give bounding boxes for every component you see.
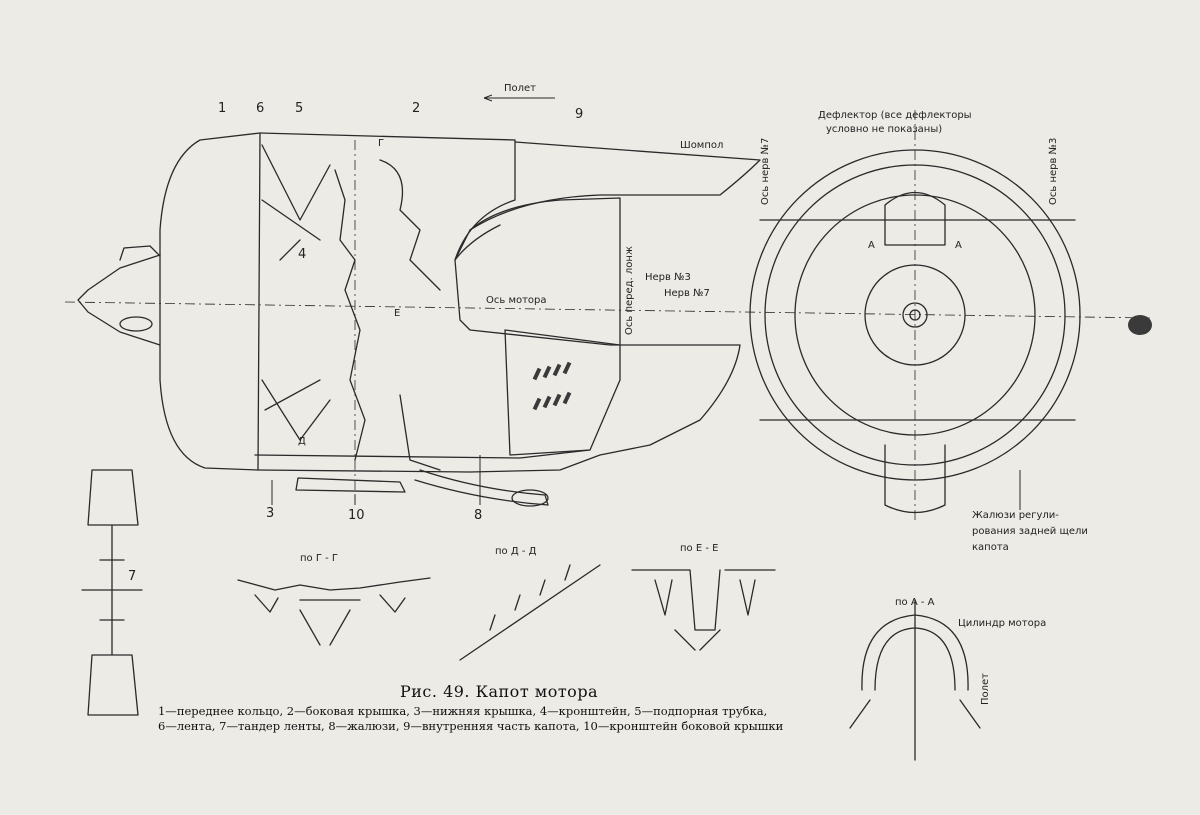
shompol-label: Шомпол xyxy=(680,140,724,151)
axis-front-spar-label: Ось перед. лонж xyxy=(624,246,635,335)
front-ring-outline xyxy=(159,132,261,471)
part-number-6: 6 xyxy=(256,101,265,116)
legend-line-2: 6—лента, 7—тандер ленты, 8—жалюзи, 9—вну… xyxy=(158,719,784,733)
rib3-label: Нерв №3 xyxy=(645,272,691,283)
section-ee-shape xyxy=(631,569,776,651)
flight-direction-label: Полет xyxy=(504,83,537,94)
engine-axis-label: Ось мотора xyxy=(486,295,547,306)
section-gg-shape xyxy=(237,577,431,646)
flight-direction-bottom-label: Полет xyxy=(980,672,991,705)
section-gg-title: по Г - Г xyxy=(300,553,338,564)
rib7-label: Нерв №7 xyxy=(664,288,710,299)
section-mark-d: Д xyxy=(298,436,306,447)
cowl-body xyxy=(257,132,741,473)
deflector-label-line1: Дефлектор (все дефлекторы xyxy=(818,110,972,121)
part-number-7: 7 xyxy=(128,569,137,584)
part-number-8: 8 xyxy=(474,508,483,523)
part-number-9: 9 xyxy=(575,107,584,122)
legend-line-1: 1—переднее кольцо, 2—боковая крышка, 3—н… xyxy=(158,704,768,718)
section-mark-g: Г xyxy=(378,138,385,149)
front-air-intake xyxy=(119,316,153,332)
part-number-5: 5 xyxy=(295,101,304,116)
section-mark-a-left: А xyxy=(868,240,875,251)
part-number-1: 1 xyxy=(218,101,227,116)
deflector-label-line2: условно не показаны) xyxy=(826,124,943,135)
section-mark-a-right: А xyxy=(955,240,962,251)
cylinder-label: Цилиндр мотора xyxy=(958,618,1047,629)
louvers-label-line3: капота xyxy=(972,542,1009,553)
section-dd-shape xyxy=(459,564,601,661)
figure-caption-title: Рис. 49. Капот мотора xyxy=(400,682,599,701)
section-mark-e: Е xyxy=(394,308,401,319)
section-ee-title: по Е - Е xyxy=(680,543,719,554)
axis-rib3-label: Ось нерв №3 xyxy=(1048,137,1059,205)
section-aa-title: по А - А xyxy=(895,597,935,608)
part-number-10: 10 xyxy=(348,508,365,523)
louvers-label-line1: Жалюзи регули- xyxy=(972,510,1059,521)
turnbuckle-7-shape xyxy=(81,469,143,716)
section-dd-title: по Д - Д xyxy=(495,546,537,557)
louvers-label-line2: рования задней щели xyxy=(972,526,1088,537)
upper-fairing xyxy=(454,141,761,261)
part-number-4: 4 xyxy=(298,247,307,262)
part-number-2: 2 xyxy=(412,101,421,116)
spinner-outline xyxy=(77,254,161,346)
axis-rib7-label: Ось нерв №7 xyxy=(760,137,771,205)
part-number-3: 3 xyxy=(266,506,275,521)
lower-panel xyxy=(504,329,621,456)
